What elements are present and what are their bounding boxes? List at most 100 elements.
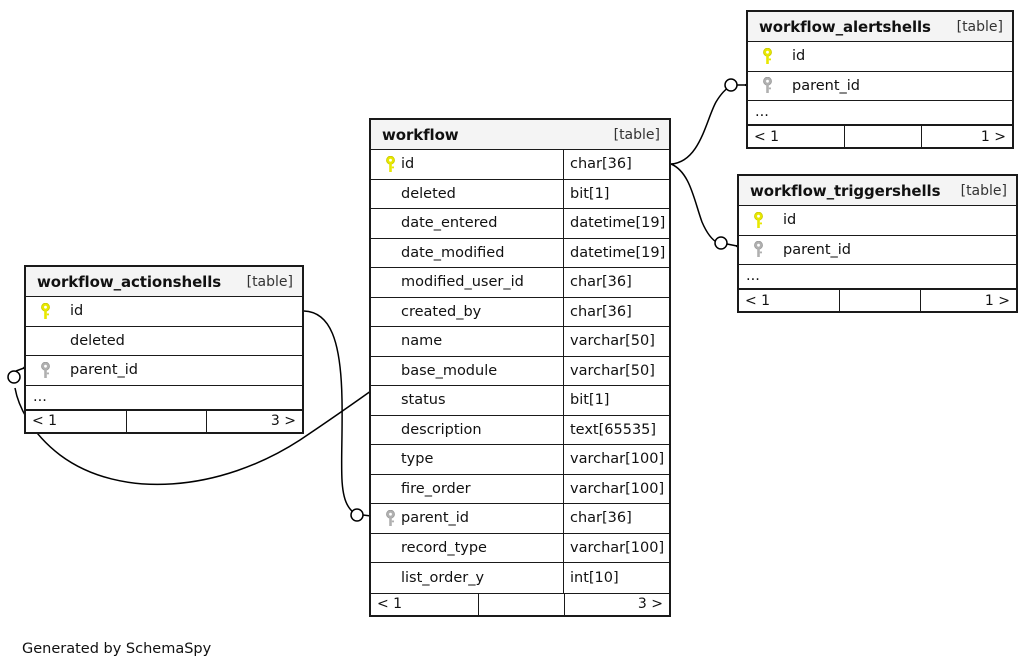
column-type-cell: text[65535] — [563, 415, 669, 444]
table-row[interactable]: id char[36] — [371, 150, 669, 180]
column-type-cell: bit[1] — [563, 386, 669, 415]
column-name: date_entered — [401, 215, 498, 232]
table-row[interactable]: parent_id — [26, 356, 302, 386]
table-row[interactable]: list_order_y int[10] — [371, 563, 669, 593]
primary-key-icon — [747, 211, 769, 229]
column-name-cell: base_module — [371, 357, 563, 386]
column-type-cell: varchar[100] — [563, 533, 669, 562]
more-columns-indicator: ... — [739, 265, 1016, 289]
ellipsis-text: ... — [755, 104, 769, 120]
footer-middle-cell — [478, 593, 565, 615]
table-row[interactable]: id — [748, 42, 1012, 72]
column-type-cell: char[36] — [563, 268, 669, 297]
column-name-cell: description — [371, 416, 563, 445]
column-type-cell: varchar[50] — [563, 327, 669, 356]
ellipsis-text: ... — [746, 268, 760, 284]
column-type: varchar[100] — [570, 539, 665, 556]
table-row[interactable]: date_modified datetime[19] — [371, 238, 669, 268]
foreign-key-icon — [379, 509, 401, 527]
table-row[interactable]: deleted — [26, 327, 302, 356]
column-type: char[36] — [570, 303, 632, 320]
table-footer: < 1 3 > — [371, 592, 669, 615]
table-footer: < 1 1 > — [748, 125, 1012, 147]
column-name: type — [401, 451, 434, 468]
foreign-key-icon — [747, 241, 769, 258]
table-row[interactable]: type varchar[100] — [371, 445, 669, 475]
next-page-link[interactable]: 1 > — [984, 292, 1010, 309]
table-row[interactable]: record_type varchar[100] — [371, 533, 669, 563]
column-name-cell: id — [26, 297, 302, 326]
column-type: datetime[19] — [570, 244, 666, 261]
column-name: id — [783, 212, 797, 229]
column-list: id char[36] deleted bit[1] date_ente — [371, 150, 669, 593]
column-type: text[65535] — [570, 421, 657, 438]
column-type-cell: varchar[100] — [563, 445, 669, 474]
table-row[interactable]: parent_id — [739, 236, 1016, 265]
column-name: parent_id — [783, 241, 852, 258]
column-name: name — [401, 333, 443, 350]
table-footer: < 1 1 > — [739, 289, 1016, 311]
column-type: int[10] — [570, 569, 619, 586]
column-name: modified_user_id — [401, 274, 524, 291]
column-type: char[36] — [570, 510, 632, 527]
column-name-cell: id — [748, 42, 1012, 71]
table-row[interactable]: modified_user_id char[36] — [371, 268, 669, 298]
prev-page-link[interactable]: < 1 — [377, 596, 403, 612]
table-title: workflow_triggershells — [750, 181, 941, 200]
table-workflow-triggershells[interactable]: workflow_triggershells [table] id — [737, 174, 1018, 313]
column-name-cell: fire_order — [371, 475, 563, 504]
table-row[interactable]: deleted bit[1] — [371, 179, 669, 209]
column-name: description — [401, 421, 482, 438]
table-workflow-actionshells[interactable]: workflow_actionshells [table] id — [24, 265, 304, 434]
table-row[interactable]: parent_id — [748, 72, 1012, 101]
column-type-cell: varchar[100] — [563, 474, 669, 503]
column-name-cell: parent_id — [371, 504, 563, 533]
column-name-cell: list_order_y — [371, 563, 563, 593]
next-page-link[interactable]: 3 > — [637, 596, 663, 612]
table-workflow[interactable]: workflow [table] id c — [369, 118, 671, 617]
prev-page-link[interactable]: < 1 — [745, 292, 771, 309]
column-name: id — [401, 156, 415, 173]
column-name-cell: date_modified — [371, 239, 563, 268]
primary-key-icon — [756, 47, 778, 65]
column-type: varchar[50] — [570, 333, 655, 350]
footer-middle-cell — [126, 410, 207, 432]
table-row[interactable]: date_entered datetime[19] — [371, 209, 669, 239]
prev-page-link[interactable]: < 1 — [754, 128, 780, 145]
column-list: id parent_id ... — [748, 42, 1012, 125]
column-name: id — [70, 303, 84, 320]
column-name-cell: type — [371, 445, 563, 474]
column-type-cell: varchar[50] — [563, 356, 669, 385]
column-name: record_type — [401, 539, 487, 556]
ellipsis-text: ... — [33, 388, 47, 405]
table-row[interactable]: id — [739, 206, 1016, 236]
column-type-cell: bit[1] — [563, 179, 669, 208]
next-page-link[interactable]: 1 > — [980, 128, 1006, 145]
column-name: parent_id — [792, 77, 861, 94]
next-page-link[interactable]: 3 > — [270, 413, 296, 429]
column-name: list_order_y — [401, 569, 485, 586]
table-row[interactable]: description text[65535] — [371, 415, 669, 445]
table-row[interactable]: id — [26, 297, 302, 327]
column-type-cell: datetime[19] — [563, 238, 669, 267]
table-row[interactable]: created_by char[36] — [371, 297, 669, 327]
column-name: created_by — [401, 303, 482, 320]
column-name-cell: status — [371, 386, 563, 415]
table-header: workflow [table] — [371, 120, 669, 150]
table-workflow-alertshells[interactable]: workflow_alertshells [table] id — [746, 10, 1014, 149]
column-type-cell: int[10] — [563, 563, 669, 593]
table-header: workflow_alertshells [table] — [748, 12, 1012, 42]
column-name-cell: created_by — [371, 298, 563, 327]
table-row[interactable]: name varchar[50] — [371, 327, 669, 357]
foreign-key-icon — [756, 77, 778, 94]
column-name-cell: parent_id — [739, 236, 1016, 265]
edge-workflow-to-alertshells — [670, 78, 746, 165]
column-name-cell: deleted — [371, 180, 563, 209]
column-name: parent_id — [401, 510, 470, 527]
table-row[interactable]: status bit[1] — [371, 386, 669, 416]
prev-page-link[interactable]: < 1 — [32, 413, 58, 429]
table-row[interactable]: base_module varchar[50] — [371, 356, 669, 386]
table-row[interactable]: fire_order varchar[100] — [371, 474, 669, 504]
table-row[interactable]: parent_id char[36] — [371, 504, 669, 534]
